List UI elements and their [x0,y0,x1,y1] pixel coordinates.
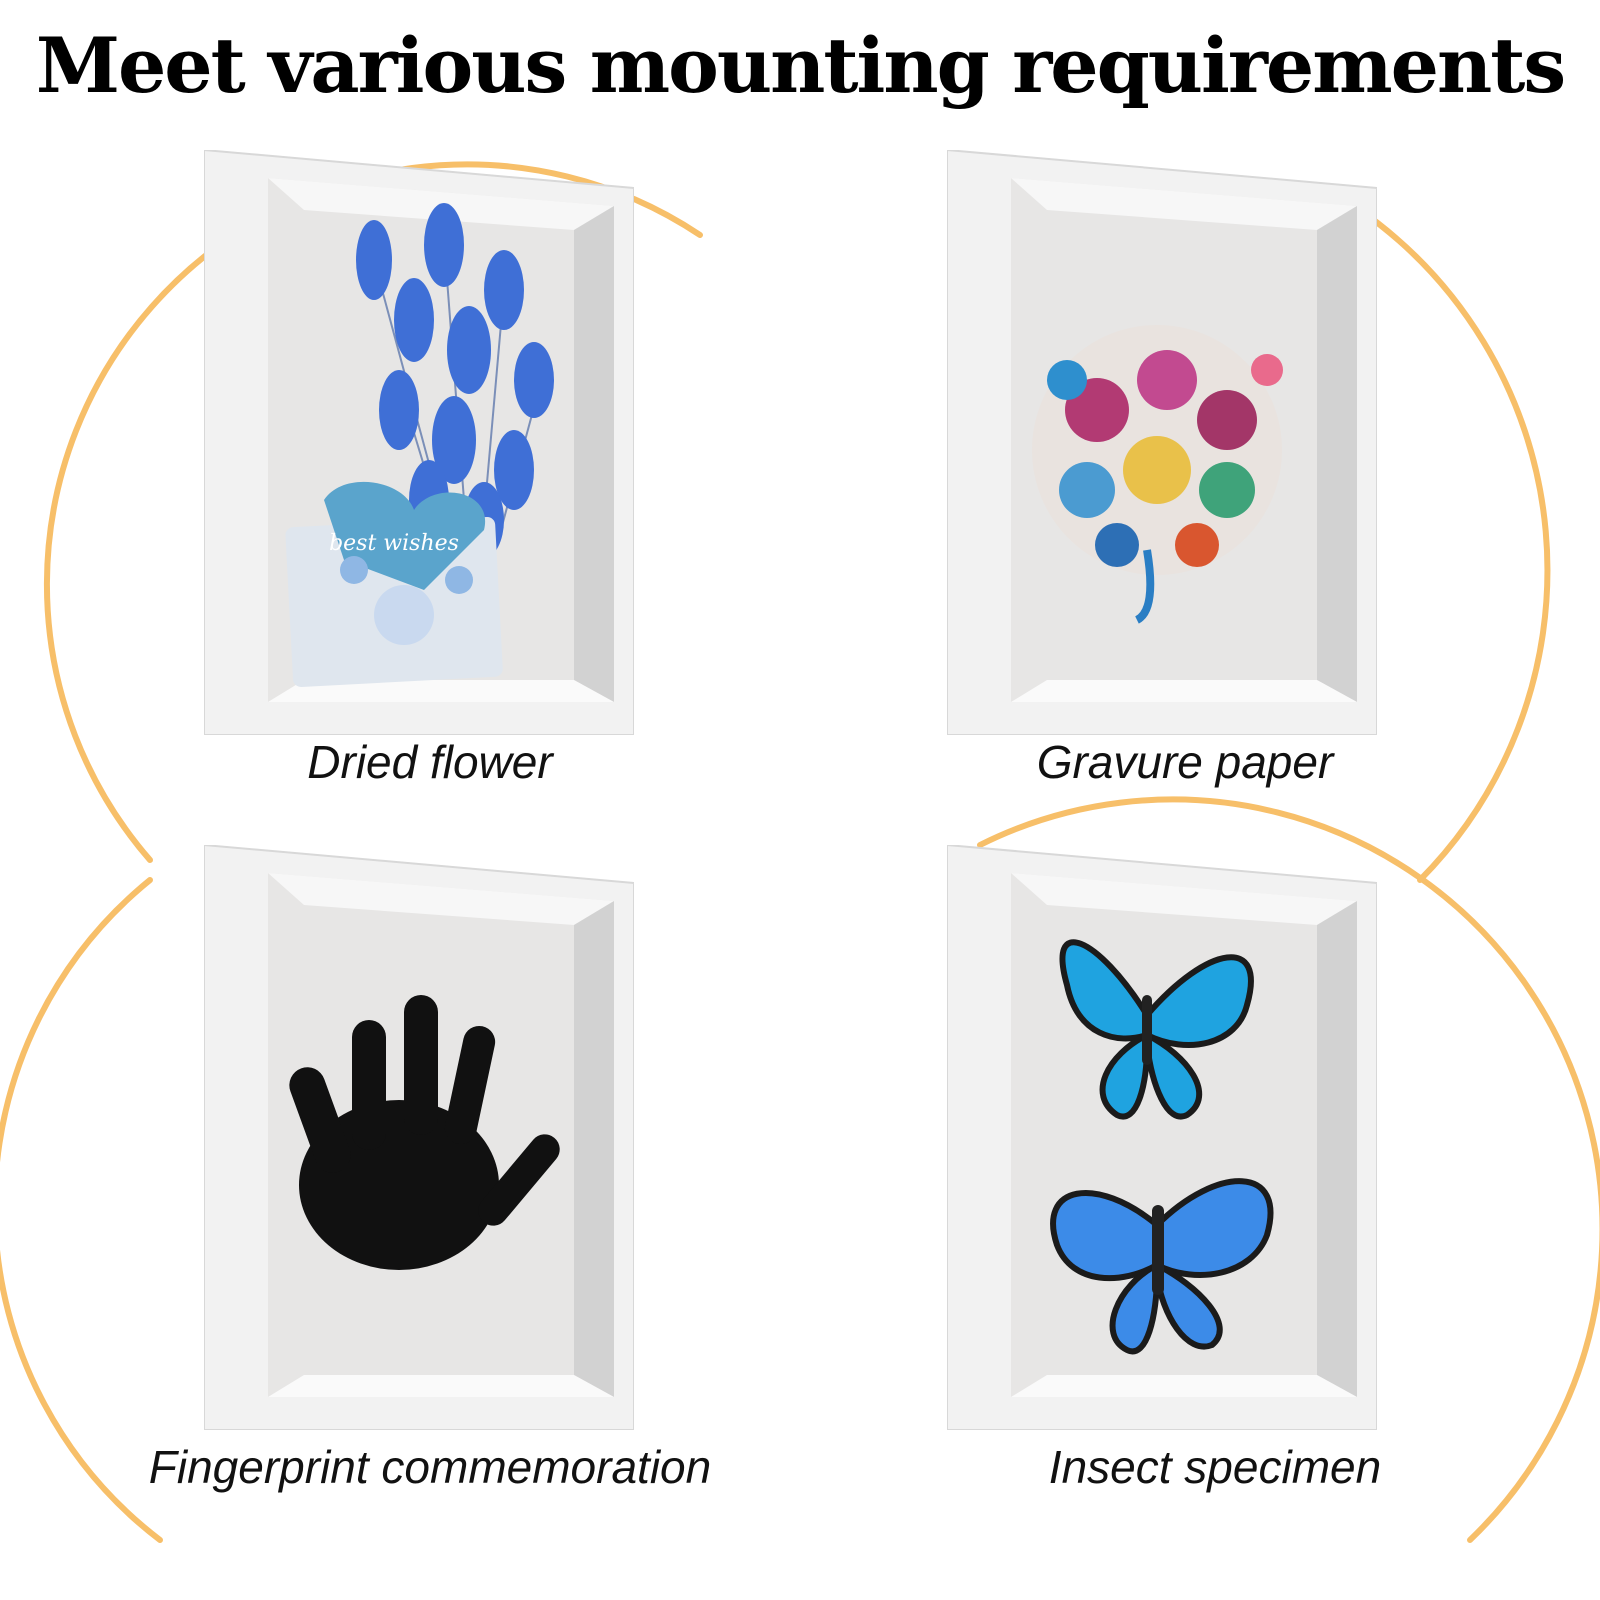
greeting-card [285,481,503,687]
butterfly-icon [1059,939,1254,1120]
frame-insect-specimen [947,845,1377,1430]
frame-dried-flower: best wishes [204,150,634,735]
caption-insect-specimen: Insect specimen [1048,1441,1382,1493]
caption-gravure-paper: Gravure paper [1036,736,1334,788]
handprint-icon [289,995,560,1270]
quilled-peacock-art-icon [1032,325,1283,624]
page-title: Meet various mounting requirements [35,21,1566,110]
caption-fingerprint: Fingerprint commemoration [148,1441,712,1493]
butterfly-icon [1050,1178,1274,1355]
dried-flower-bouquet-icon [356,203,554,631]
frame-fingerprint [204,845,634,1430]
frame-gravure-paper [947,150,1377,735]
caption-dried-flower: Dried flower [307,736,553,788]
card-text: best wishes [329,531,459,556]
